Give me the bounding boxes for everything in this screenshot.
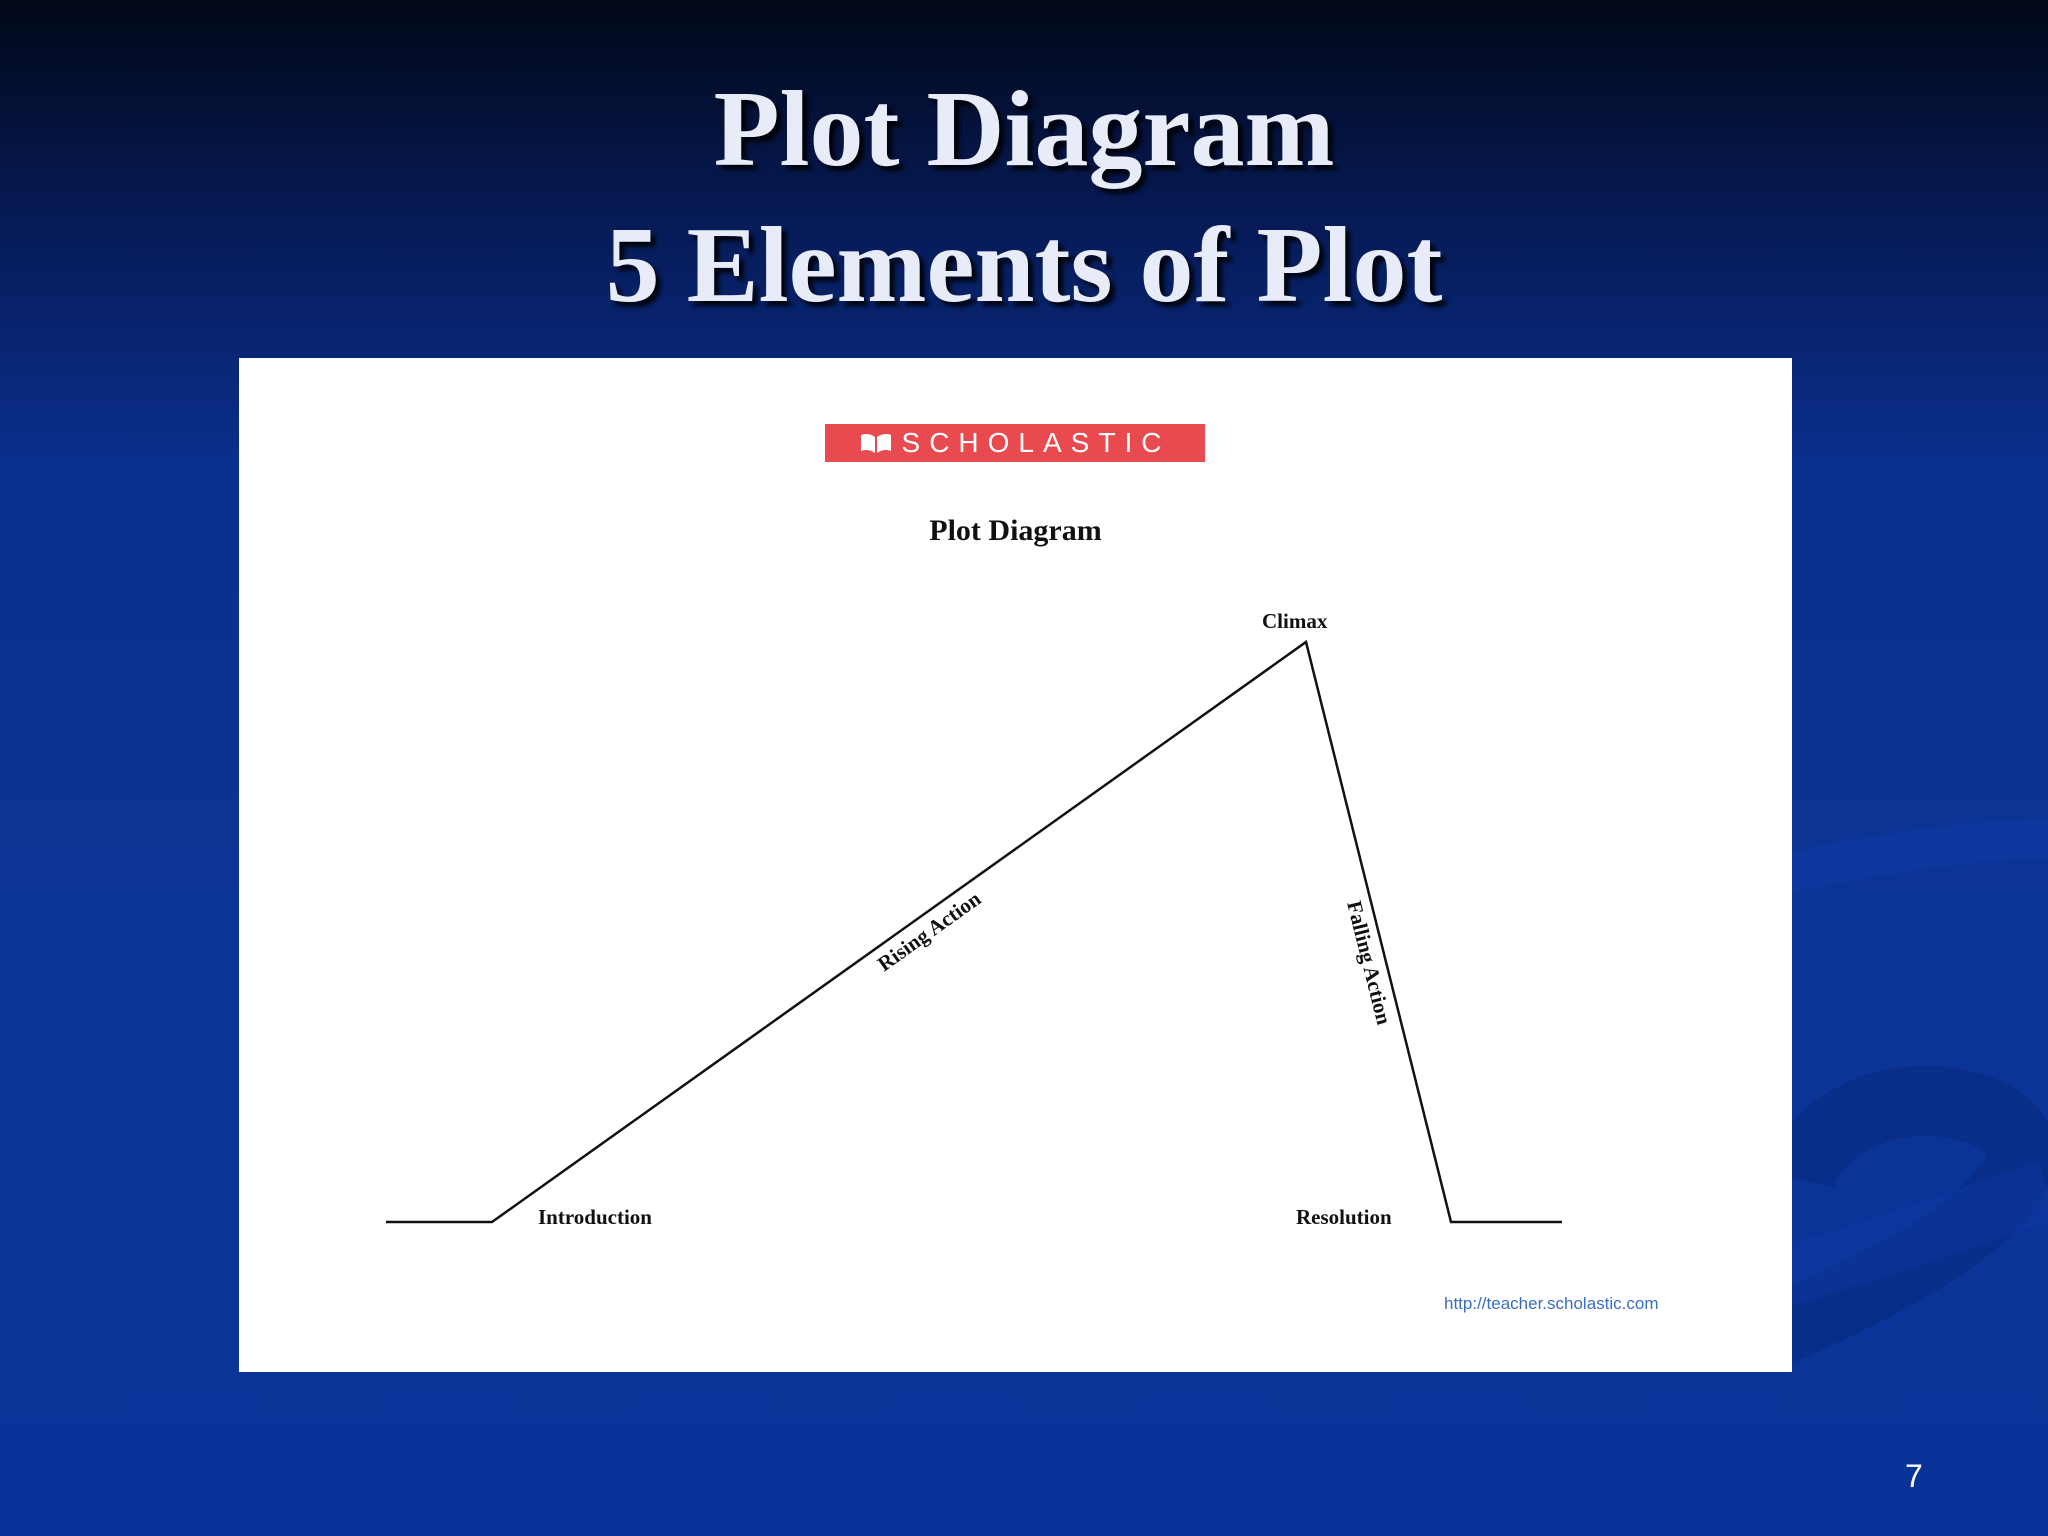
diagram-heading: Plot Diagram — [929, 514, 1102, 547]
slide-title-line-1: Plot Diagram — [713, 70, 1335, 189]
label-introduction: Introduction — [538, 1205, 652, 1229]
scholastic-logo: SCHOLASTIC — [825, 424, 1205, 462]
label-rising-action: Rising Action — [873, 886, 986, 976]
plot-diagram-image: SCHOLASTIC Plot Diagram Introduction Ris… — [239, 358, 1792, 1372]
source-url: http://teacher.scholastic.com — [1444, 1294, 1659, 1313]
logo-text: SCHOLASTIC — [901, 427, 1171, 458]
slide-title: Plot Diagram 5 Elements of Plot — [0, 62, 2048, 334]
slide-title-line-2: 5 Elements of Plot — [605, 206, 1443, 325]
slide-number: 7 — [1905, 1458, 1923, 1494]
open-book-icon — [860, 433, 891, 453]
label-resolution: Resolution — [1296, 1205, 1392, 1229]
label-falling-action: Falling Action — [1342, 898, 1396, 1027]
plot-diagram-svg: Introduction Rising Action Climax Fallin… — [386, 609, 1562, 1229]
label-climax: Climax — [1262, 609, 1328, 633]
plot-line — [386, 639, 1562, 1224]
